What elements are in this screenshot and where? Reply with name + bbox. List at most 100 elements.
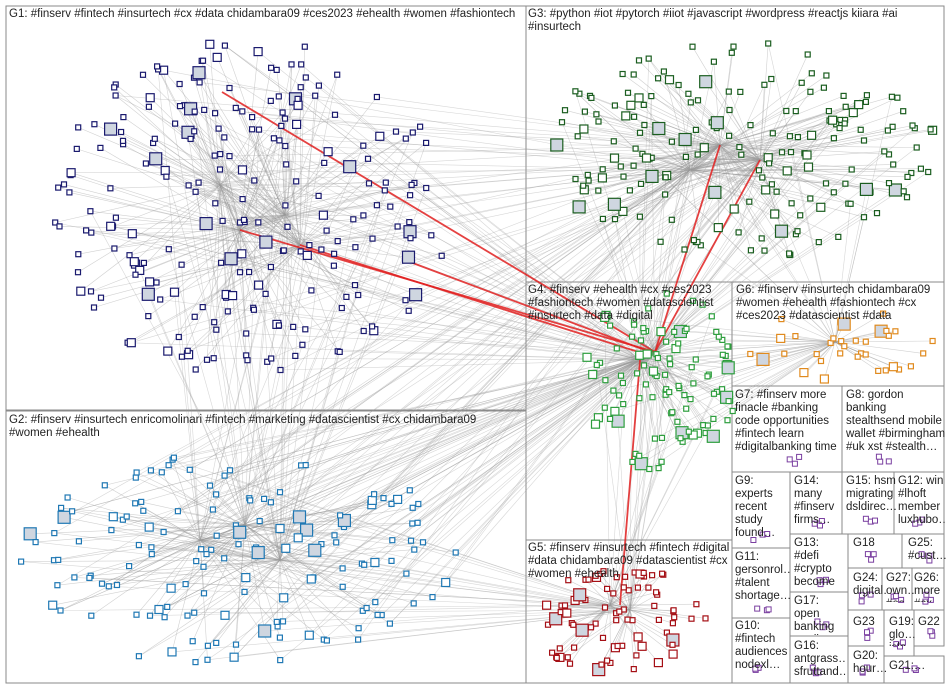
edge xyxy=(115,84,286,216)
edge xyxy=(218,128,241,231)
edge xyxy=(609,592,657,606)
graph-node xyxy=(642,381,650,388)
graph-node xyxy=(621,111,631,121)
graph-node xyxy=(277,656,284,664)
graph-node xyxy=(858,598,865,605)
edge xyxy=(834,340,933,343)
edge xyxy=(313,359,641,578)
edge xyxy=(224,559,281,616)
graph-node xyxy=(127,229,137,239)
graph-node xyxy=(633,370,641,377)
edge xyxy=(216,359,641,495)
graph-node xyxy=(660,68,668,75)
edge xyxy=(201,60,221,186)
graph-node xyxy=(220,610,230,620)
edge xyxy=(614,159,761,205)
edge xyxy=(689,169,827,184)
edge xyxy=(389,609,631,624)
graph-node xyxy=(875,367,882,374)
graph-node xyxy=(323,637,330,644)
graph-node xyxy=(747,121,754,129)
graph-node xyxy=(658,570,666,577)
graph-node xyxy=(355,636,362,643)
graph-node xyxy=(694,97,702,104)
graph-node xyxy=(251,545,265,560)
edge xyxy=(375,159,761,603)
graph-node xyxy=(71,574,78,581)
edge xyxy=(624,576,631,611)
edge xyxy=(181,229,241,265)
graph-node xyxy=(293,533,303,543)
edge xyxy=(188,185,301,246)
edge xyxy=(194,609,631,614)
graph-node xyxy=(730,43,737,50)
graph-node xyxy=(409,520,416,527)
edge xyxy=(279,238,411,561)
edge xyxy=(206,553,281,561)
graph-node xyxy=(145,313,152,320)
graph-node xyxy=(885,458,892,465)
edge xyxy=(689,169,772,185)
edge xyxy=(253,309,656,353)
graph-node xyxy=(606,322,614,329)
graph-node xyxy=(564,654,571,661)
edge xyxy=(654,336,719,353)
edge xyxy=(74,539,201,578)
edge xyxy=(135,229,241,265)
graph-node xyxy=(350,216,357,223)
graph-node xyxy=(664,75,675,85)
graph-node xyxy=(438,252,445,259)
graph-node xyxy=(640,569,647,577)
edge xyxy=(244,524,265,632)
group-label-g8: G8: gordon banking stealthsend mobile wa… xyxy=(846,389,946,453)
graph-node xyxy=(633,652,640,659)
graph-node xyxy=(360,142,367,149)
graph-node xyxy=(352,244,359,251)
graph-node xyxy=(822,180,830,187)
graph-node xyxy=(804,51,811,58)
graph-node xyxy=(654,354,662,362)
graph-node xyxy=(273,618,280,626)
edge xyxy=(21,561,631,611)
graph-node xyxy=(302,462,309,469)
graph-node xyxy=(369,323,376,330)
edge xyxy=(575,91,836,343)
edge xyxy=(177,169,691,512)
edge xyxy=(219,184,255,310)
graph-node xyxy=(277,366,284,374)
edge xyxy=(212,351,656,510)
edge xyxy=(639,359,715,395)
graph-node xyxy=(669,409,676,416)
graph-node xyxy=(629,617,636,624)
graph-node xyxy=(857,126,864,133)
graph-node xyxy=(113,581,121,589)
edge xyxy=(207,144,721,647)
edge xyxy=(759,123,845,161)
graph-node xyxy=(694,151,701,158)
graph-node xyxy=(204,642,211,649)
edge xyxy=(122,140,221,186)
edge xyxy=(410,351,656,541)
edge xyxy=(219,184,266,295)
graph-node xyxy=(688,615,695,622)
graph-node xyxy=(908,169,915,177)
group-label-g15: G15: hsm migrating dsldirec… xyxy=(846,475,896,513)
graph-node xyxy=(240,216,248,223)
edge xyxy=(714,144,721,193)
graph-node xyxy=(783,107,790,115)
graph-node xyxy=(318,210,328,220)
graph-node xyxy=(898,596,905,603)
edge xyxy=(219,140,280,186)
edge xyxy=(381,351,656,616)
edge xyxy=(164,524,246,618)
graph-node xyxy=(710,58,718,65)
edge xyxy=(639,144,721,217)
graph-node xyxy=(236,269,244,276)
edge xyxy=(279,351,338,561)
graph-node xyxy=(343,293,350,300)
edge xyxy=(639,157,769,361)
edge xyxy=(719,91,741,146)
edge xyxy=(567,609,631,658)
edge xyxy=(219,184,335,255)
edge xyxy=(263,498,281,561)
